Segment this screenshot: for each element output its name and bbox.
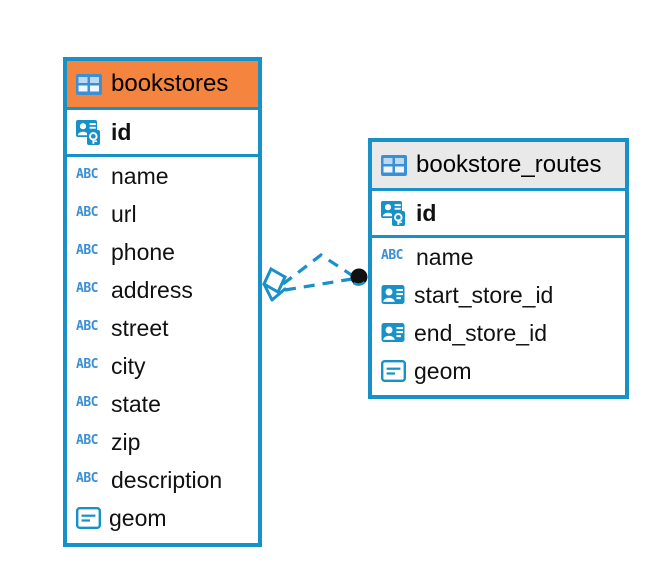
header-divider — [372, 188, 625, 191]
geometry-icon — [76, 507, 102, 530]
relationship-line-lower — [284, 277, 353, 292]
field-label-name: name — [416, 243, 474, 270]
field-label-end-store-id: end_store_id — [414, 319, 547, 346]
field-label-street: street — [111, 314, 169, 341]
field-label-city: city — [111, 352, 146, 379]
field-label-id: id — [111, 118, 132, 145]
abc-text-icon: ABC — [76, 242, 98, 259]
foreign-key-icon — [381, 322, 406, 344]
field-label-phone: phone — [111, 238, 175, 265]
field-row-description[interactable]: ABC description — [67, 461, 258, 499]
abc-text-icon: ABC — [76, 432, 98, 449]
abc-text-icon: ABC — [76, 394, 98, 411]
field-row-start-store-id[interactable]: start_store_id — [372, 276, 625, 314]
field-label-name: name — [111, 162, 169, 189]
field-row-street[interactable]: ABC street — [67, 309, 258, 347]
field-row-primary-key[interactable]: id — [67, 110, 258, 154]
abc-text-icon: ABC — [381, 247, 403, 264]
entity-title-bookstore-routes: bookstore_routes — [416, 151, 602, 178]
abc-text-icon: ABC — [76, 318, 98, 335]
field-row-phone[interactable]: ABC phone — [67, 233, 258, 271]
primary-key-divider — [372, 235, 625, 238]
table-icon — [381, 154, 407, 176]
entity-bookstores[interactable]: bookstores id — [63, 57, 262, 547]
entity-header-bookstore-routes[interactable]: bookstore_routes — [372, 142, 625, 188]
field-row-state[interactable]: ABC state — [67, 385, 258, 423]
field-row-zip[interactable]: ABC zip — [67, 423, 258, 461]
geometry-icon — [381, 360, 407, 383]
primary-key-icon — [381, 200, 408, 227]
field-label-geom: geom — [414, 357, 472, 384]
entity-header-bookstores[interactable]: bookstores — [67, 61, 258, 107]
field-row-url[interactable]: ABC url — [67, 195, 258, 233]
field-list-bookstores: ABC name ABC url ABC phone ABC — [67, 157, 258, 537]
field-row-city[interactable]: ABC city — [67, 347, 258, 385]
header-divider — [67, 107, 258, 110]
field-label-geom: geom — [109, 504, 167, 531]
field-label-id: id — [416, 199, 437, 226]
relationship-line-upper — [282, 253, 354, 286]
table-icon — [76, 73, 102, 95]
field-label-url: url — [111, 200, 137, 227]
relationship-marker-diamond — [262, 266, 287, 302]
abc-text-icon: ABC — [76, 166, 98, 183]
field-row-name[interactable]: ABC name — [67, 157, 258, 195]
field-label-zip: zip — [111, 428, 141, 455]
field-label-description: description — [111, 466, 223, 493]
field-row-name[interactable]: ABC name — [372, 238, 625, 276]
abc-text-icon: ABC — [76, 470, 98, 487]
primary-key-icon — [76, 119, 103, 146]
field-list-bookstore-routes: ABC name start_store_id — [372, 238, 625, 390]
foreign-key-icon — [381, 284, 406, 306]
entity-title-bookstores: bookstores — [111, 70, 229, 97]
field-label-state: state — [111, 390, 161, 417]
field-row-end-store-id[interactable]: end_store_id — [372, 314, 625, 352]
field-row-geom[interactable]: geom — [372, 352, 625, 390]
field-label-address: address — [111, 276, 193, 303]
field-row-geom[interactable]: geom — [67, 499, 258, 537]
abc-text-icon: ABC — [76, 356, 98, 373]
field-label-start-store-id: start_store_id — [414, 281, 554, 308]
primary-key-divider — [67, 154, 258, 157]
field-row-primary-key[interactable]: id — [372, 191, 625, 235]
relationship-marker-circle — [350, 268, 368, 286]
entity-bookstore-routes[interactable]: bookstore_routes id — [368, 138, 629, 399]
abc-text-icon: ABC — [76, 280, 98, 297]
abc-text-icon: ABC — [76, 204, 98, 221]
field-row-address[interactable]: ABC address — [67, 271, 258, 309]
relationship-marker-circle-accent — [352, 280, 366, 286]
